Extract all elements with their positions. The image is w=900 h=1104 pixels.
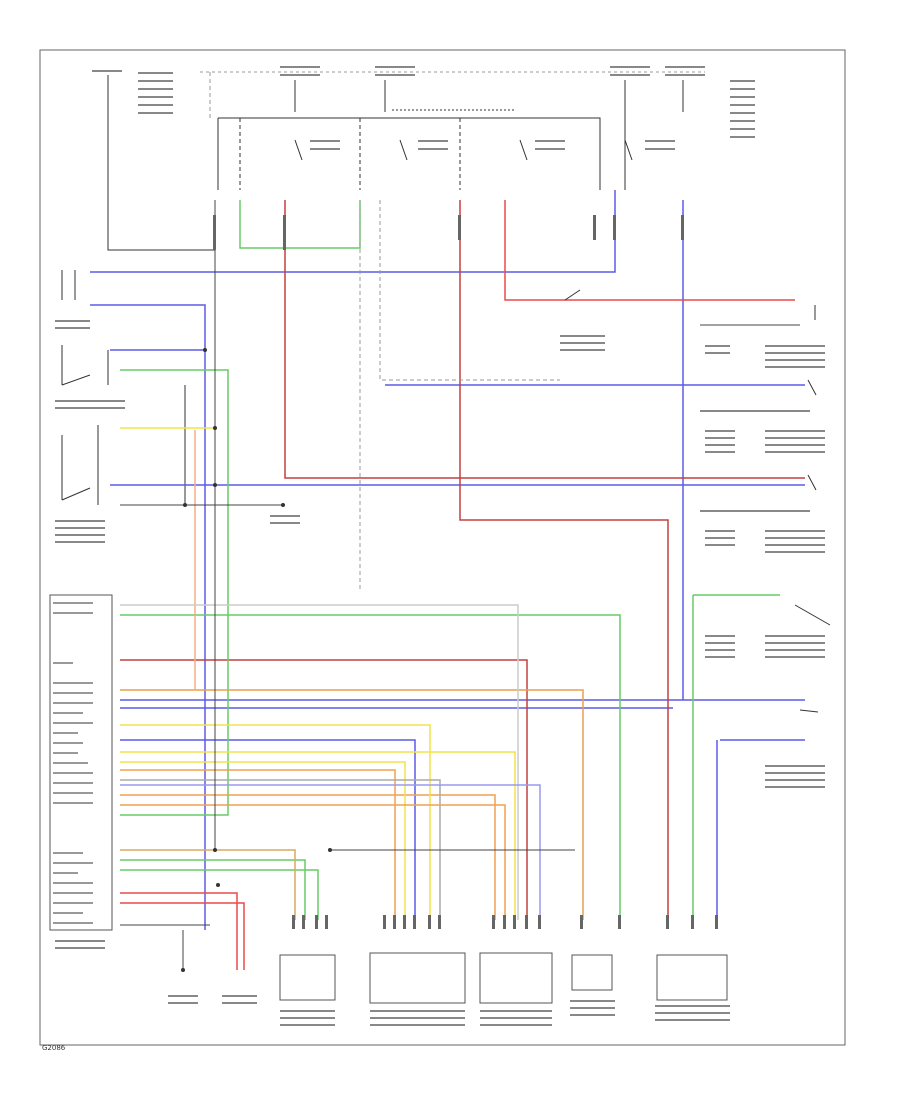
wire-red-2 <box>284 200 805 479</box>
right-side-components <box>564 289 831 713</box>
wire-orange-1 <box>120 689 584 920</box>
wire-green-1 <box>239 200 361 249</box>
wire-yellow-1 <box>120 724 431 920</box>
component-1 <box>279 954 336 1001</box>
wire-red-3 <box>120 892 238 970</box>
wire-orange-3 <box>120 794 496 920</box>
ecu-module <box>49 594 113 931</box>
component-3 <box>479 952 553 1004</box>
wire-gray-1 <box>120 604 519 920</box>
component-2 <box>369 952 466 1004</box>
wire-green-6 <box>120 859 306 920</box>
wire-darkred-2 <box>120 659 528 920</box>
ecu-pin-labels <box>53 602 93 924</box>
bottom-labels <box>168 995 730 1026</box>
bottom-components <box>279 952 728 1004</box>
wire-blue-1 <box>90 190 616 273</box>
wire-blue-9 <box>120 739 416 920</box>
wire-green-2 <box>120 614 621 920</box>
wire-gray-4 <box>120 804 506 920</box>
component-4 <box>571 954 613 991</box>
wire-orange-4 <box>120 849 296 920</box>
figure-id: G2086 <box>42 1044 66 1052</box>
top-fuse-block <box>107 71 705 251</box>
wire-gray-2 <box>120 779 441 920</box>
diagram-frame <box>39 49 846 1046</box>
wire-green-7 <box>120 869 319 920</box>
wire-yellow-2 <box>120 751 516 920</box>
splice-points <box>181 348 332 972</box>
dashed-lines <box>209 72 560 590</box>
wire-orange-2 <box>120 769 396 920</box>
wire-red-4 <box>120 902 245 970</box>
connector-pins <box>213 215 718 929</box>
right-labels <box>270 335 825 788</box>
wire-red-1 <box>504 200 795 301</box>
component-5 <box>656 954 728 1001</box>
left-labels <box>55 320 125 949</box>
wire-gray-3 <box>120 784 541 920</box>
wire-green-5 <box>120 369 229 816</box>
wire-darkred-1 <box>459 200 669 920</box>
top-labels <box>92 66 755 150</box>
wires <box>90 190 805 970</box>
wire-blue-2 <box>90 304 206 930</box>
